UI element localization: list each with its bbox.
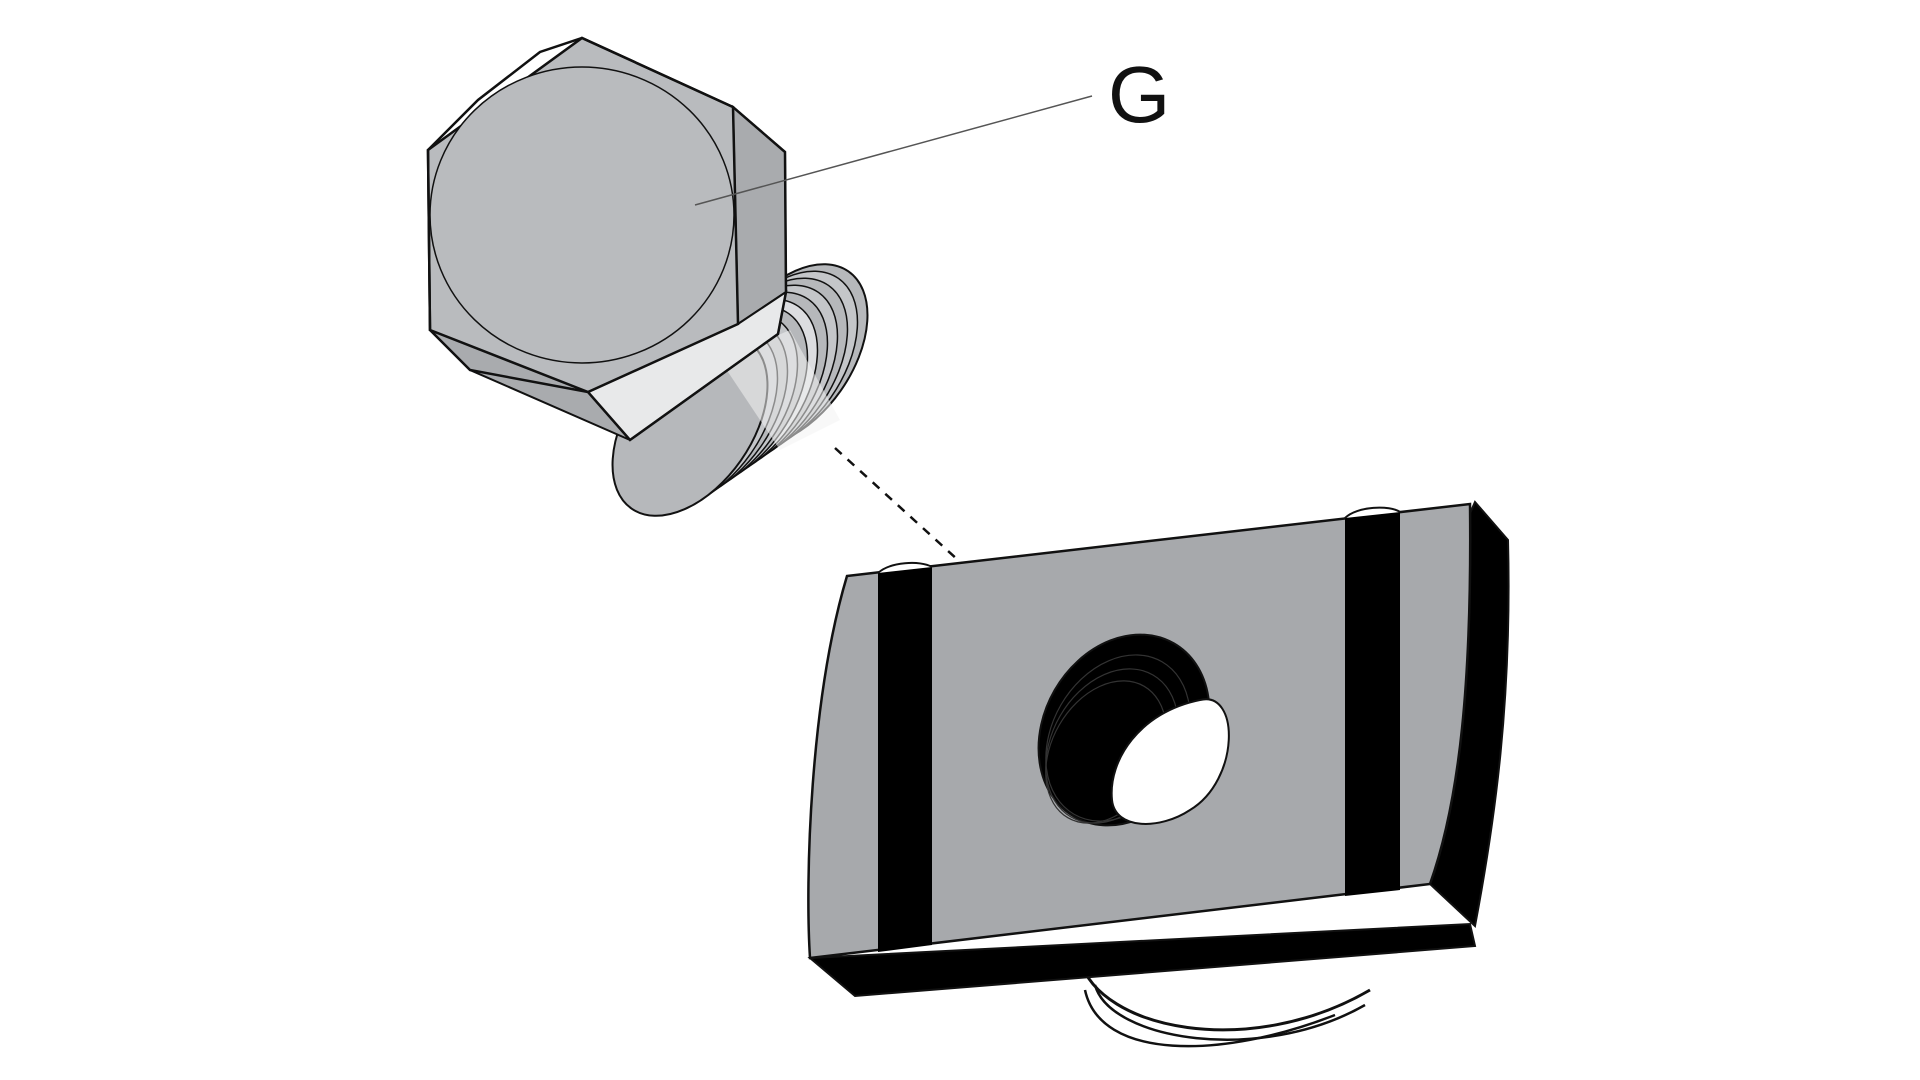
nut-right-slot xyxy=(1345,512,1400,896)
nut-hole-opening xyxy=(1110,698,1230,825)
bolt-head-side-right xyxy=(731,104,788,326)
nut-left-slot xyxy=(878,567,932,952)
hex-bolt xyxy=(426,36,869,517)
channel-spring-nut xyxy=(807,500,1510,1048)
bolt-head-chamfer xyxy=(429,66,735,364)
nut-threaded-hole xyxy=(1037,633,1230,827)
callout-leader-line xyxy=(694,95,1093,206)
nut-spring-icon xyxy=(1078,959,1371,1048)
alignment-dashed-line xyxy=(834,447,1161,745)
nut-bottom-edge xyxy=(807,922,1477,998)
callout-label-g: G xyxy=(1108,50,1170,139)
